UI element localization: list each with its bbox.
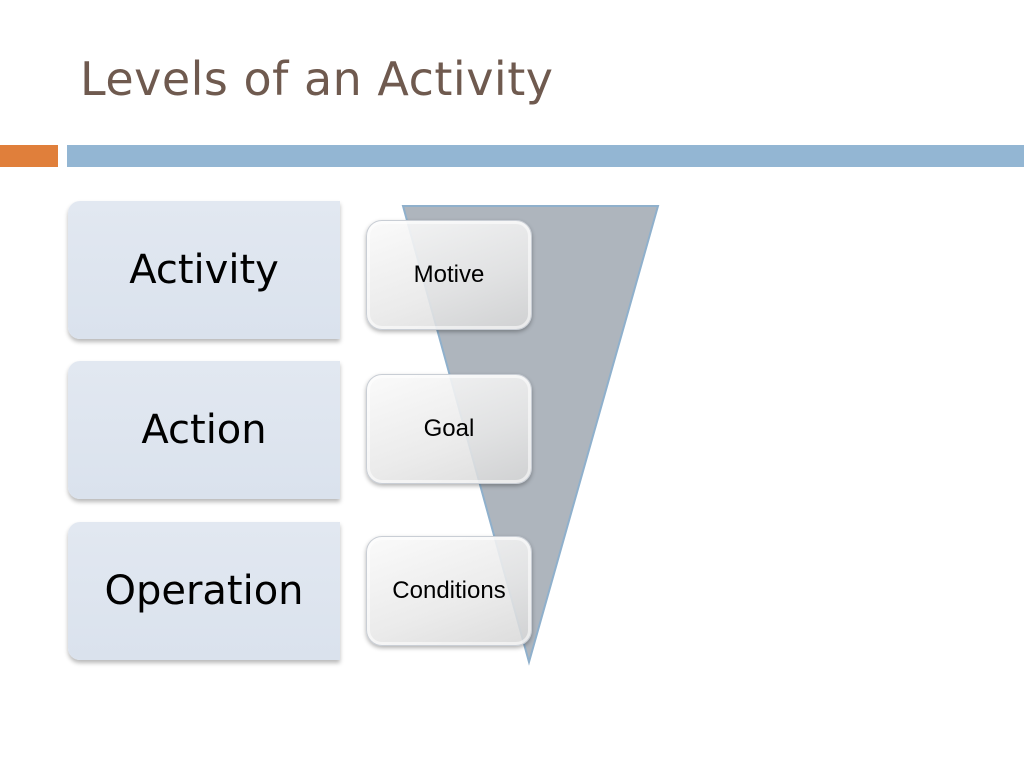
accent-bar-blue [67,145,1024,167]
slide-title: Levels of an Activity [80,52,554,106]
driver-motive: Motive [366,220,532,330]
level-operation: Operation [68,522,340,660]
level-action: Action [68,361,340,499]
level-activity: Activity [68,201,340,339]
driver-goal: Goal [366,374,532,484]
driver-conditions: Conditions [366,536,532,646]
accent-bar-orange [0,145,58,167]
